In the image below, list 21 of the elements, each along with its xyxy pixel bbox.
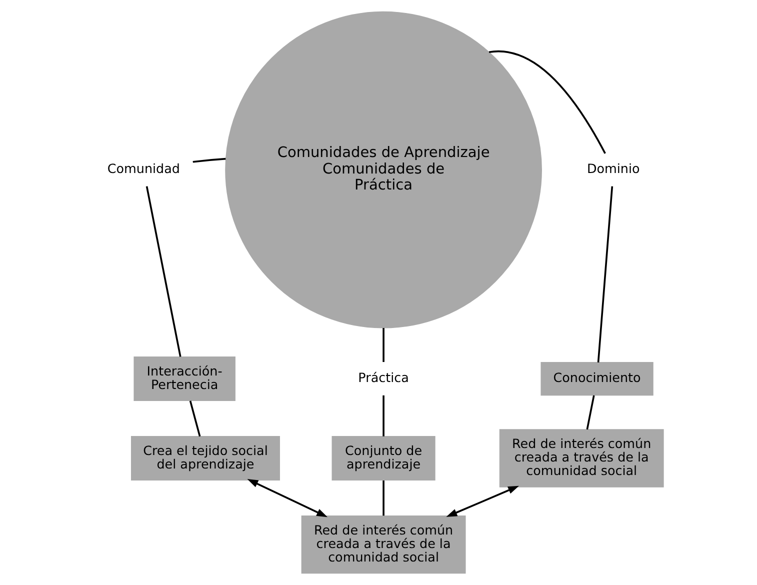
node-box: Crea el tejido social del aprendizaje (130, 436, 280, 481)
node-text: Comunidad (106, 161, 180, 176)
connector (488, 50, 606, 154)
connector (596, 186, 613, 362)
connector (188, 400, 200, 437)
connector (382, 395, 384, 436)
node-text: Dominio (586, 161, 640, 176)
node-box: Interacción- Pertenecia (133, 356, 235, 402)
arrow (446, 486, 518, 517)
node-circle: Comunidades de Aprendizaje Comunidades de Práctica (224, 11, 542, 328)
connector (192, 158, 226, 163)
node-box: Conocimiento (540, 362, 653, 396)
arrow (246, 478, 328, 518)
connector (145, 186, 181, 357)
connector (382, 328, 384, 362)
node-box: Conjunto de aprendizaje (331, 436, 435, 481)
node-text: Práctica (358, 370, 408, 386)
connector (586, 395, 594, 430)
node-box: Red de interés común creada a través de la comunidad social (498, 429, 664, 488)
node-box: Red de interés común creada a través de la comunidad social (300, 516, 466, 574)
connector (382, 480, 384, 516)
